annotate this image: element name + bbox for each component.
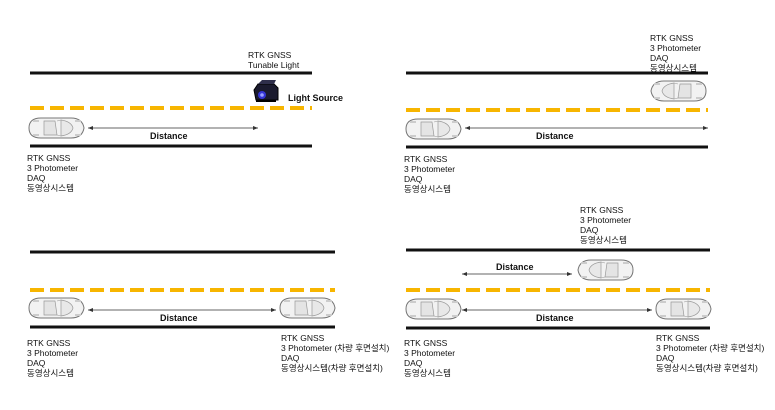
label-line: 동영상시스템	[580, 235, 627, 245]
label-line: 동영상시스템	[404, 184, 451, 194]
label-line: DAQ	[650, 53, 669, 63]
label-line: 3 Photometer	[27, 348, 79, 358]
label-line: Tunable Light	[248, 60, 300, 70]
panel-2	[405, 71, 708, 149]
light-source-label: Light Source	[288, 93, 344, 103]
label-line: 동영상시스템	[27, 183, 74, 193]
label-line: 동영상시스템	[27, 368, 74, 378]
test-vehicle-equipment-label: RTK GNSS 3 Photometer DAQ 동영상시스템	[404, 338, 455, 378]
label-line: 3 Photometer (차량 후면설치)	[656, 343, 765, 353]
label-line: 동영상시스템	[650, 63, 697, 73]
lead-vehicle-equipment-label: RTK GNSS 3 Photometer (차량 후면설치) DAQ 동영상시…	[656, 333, 764, 373]
oncoming-vehicle-car	[650, 80, 707, 102]
label-line: 동영상시스템(차량 후면설치)	[281, 363, 383, 373]
label-line: RTK GNSS	[281, 333, 325, 343]
test-vehicle-equipment-label: RTK GNSS 3 Photometer DAQ 동영상시스템	[404, 154, 455, 194]
test-vehicle-equipment-label: RTK GNSS 3 Photometer DAQ 동영상시스템	[27, 338, 78, 378]
label-line: RTK GNSS	[27, 153, 71, 163]
distance-label: Distance	[536, 131, 574, 141]
distance-label: Distance	[150, 131, 188, 141]
panel-1	[28, 71, 312, 148]
label-line: DAQ	[656, 353, 675, 363]
arrowhead-right	[253, 126, 258, 130]
panel-4	[405, 248, 712, 330]
label-line: RTK GNSS	[656, 333, 700, 343]
label-line: RTK GNSS	[404, 338, 448, 348]
label-line: RTK GNSS	[404, 154, 448, 164]
arrowhead-right	[271, 308, 276, 312]
label-line: RTK GNSS	[248, 50, 292, 60]
distance-label-lower: Distance	[536, 313, 574, 323]
label-line: DAQ	[580, 225, 599, 235]
arrowhead-right	[567, 272, 572, 276]
label-line: 3 Photometer	[650, 43, 702, 53]
arrowhead-left	[462, 308, 467, 312]
label-line: DAQ	[404, 358, 423, 368]
light-source-equipment-label: RTK GNSS Tunable Light	[248, 50, 299, 70]
arrowhead-right	[703, 126, 708, 130]
test-vehicle-car	[405, 118, 462, 140]
label-line: 3 Photometer	[27, 163, 79, 173]
test-vehicle-car	[28, 117, 85, 139]
label-line: 동영상시스템	[404, 368, 451, 378]
arrowhead-left	[88, 308, 93, 312]
distance-label: Distance	[160, 313, 198, 323]
lead-vehicle-car	[279, 297, 336, 319]
test-vehicle-car	[28, 297, 85, 319]
arrowhead-right	[647, 308, 652, 312]
label-line: RTK GNSS	[580, 205, 624, 215]
arrowhead-left	[465, 126, 470, 130]
distance-label-upper: Distance	[496, 262, 534, 272]
label-line: DAQ	[404, 174, 423, 184]
light-source-icon	[253, 80, 279, 102]
label-line: 동영상시스템(차량 후면설치)	[656, 363, 758, 373]
arrowhead-left	[88, 126, 93, 130]
oncoming-vehicle-equipment-label: RTK GNSS 3 Photometer DAQ 동영상시스템	[580, 205, 631, 245]
panel-3	[28, 250, 336, 329]
label-line: 3 Photometer (차량 후면설치)	[281, 343, 390, 353]
label-line: DAQ	[27, 358, 46, 368]
oncoming-vehicle-car	[577, 259, 634, 281]
arrowhead-left	[462, 272, 467, 276]
label-line: 3 Photometer	[580, 215, 632, 225]
label-line: DAQ	[281, 353, 300, 363]
oncoming-vehicle-equipment-label: RTK GNSS 3 Photometer DAQ 동영상시스템	[650, 33, 701, 73]
label-line: RTK GNSS	[27, 338, 71, 348]
label-line: RTK GNSS	[650, 33, 694, 43]
label-line: DAQ	[27, 173, 46, 183]
test-vehicle-equipment-label: RTK GNSS 3 Photometer DAQ 동영상시스템	[27, 153, 78, 193]
label-line: 3 Photometer	[404, 348, 456, 358]
lead-vehicle-equipment-label: RTK GNSS 3 Photometer (차량 후면설치) DAQ 동영상시…	[281, 333, 389, 373]
label-line: 3 Photometer	[404, 164, 456, 174]
lead-vehicle-car	[655, 298, 712, 320]
test-vehicle-car	[405, 298, 462, 320]
